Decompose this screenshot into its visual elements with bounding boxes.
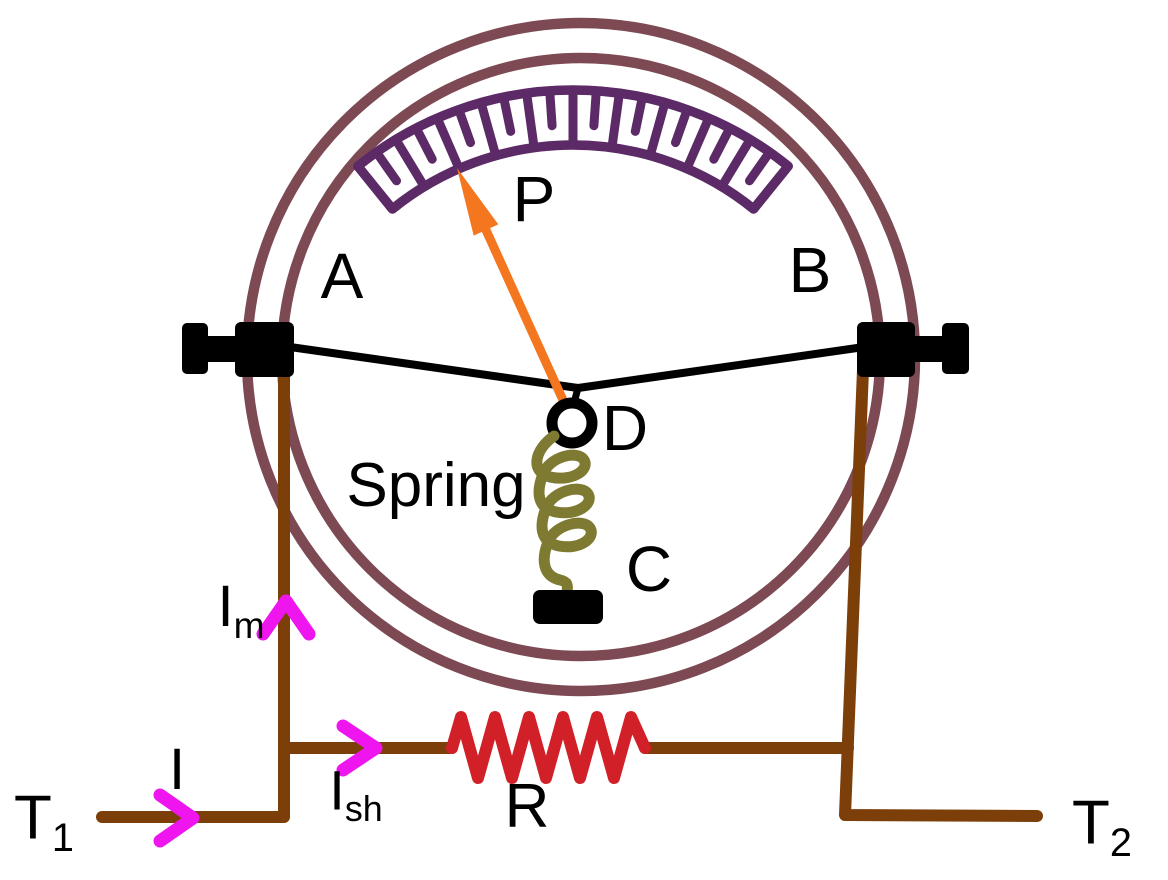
clamp-left-block	[235, 322, 294, 377]
label-pivot-d: D	[601, 392, 649, 464]
terminal-clamp-right	[857, 322, 969, 377]
wire-left-branch	[96, 367, 290, 823]
label-wire-end-b: B	[788, 234, 832, 306]
label-shunt-current-sub: sh	[344, 788, 383, 829]
label-meter-current-sub: m	[233, 603, 265, 646]
pointer-shaft	[481, 225, 577, 425]
line-current-arrow-icon	[153, 788, 200, 848]
scale-minor-ticks	[371, 86, 775, 186]
label-terminal-t2: T2	[1072, 792, 1132, 863]
label-line-current: I	[168, 737, 186, 802]
pointer-needle	[457, 168, 577, 425]
label-meter-current-base: I	[217, 574, 234, 639]
label-shunt-current: Ish	[329, 762, 382, 827]
label-spring: Spring	[346, 451, 526, 520]
spring-coil	[531, 430, 597, 599]
shunt-current-arrow-icon	[336, 719, 383, 777]
label-terminal-t1: T1	[14, 787, 74, 858]
scale-major-ticks	[353, 85, 793, 214]
current-arrows	[153, 594, 383, 848]
scale-arc	[353, 85, 793, 214]
terminal-clamp-left	[182, 322, 294, 377]
circuit-wires	[96, 364, 1043, 823]
label-pointer-p: P	[512, 163, 556, 235]
clamp-right-end-cap	[942, 323, 969, 374]
pivot-ring	[546, 397, 598, 449]
label-terminal-t2-sub: 2	[1109, 821, 1132, 865]
label-wire-end-a: A	[320, 240, 364, 312]
label-meter-current: Im	[217, 578, 264, 644]
label-terminal-t1-sub: 1	[51, 816, 74, 860]
wire-right-branch	[839, 364, 1043, 822]
label-shunt-current-base: I	[329, 758, 345, 822]
clamp-right-block	[857, 322, 915, 377]
label-terminal-t2-base: T	[1072, 788, 1110, 858]
meter-current-arrow-icon	[256, 594, 316, 641]
hot-wire	[289, 343, 865, 392]
resistor-zigzag	[446, 711, 651, 784]
label-resistor-r: R	[504, 772, 550, 841]
pointer-head	[457, 168, 499, 236]
label-terminal-t1-base: T	[14, 783, 52, 853]
anchor-block	[533, 590, 603, 624]
label-anchor-c: C	[625, 533, 673, 605]
